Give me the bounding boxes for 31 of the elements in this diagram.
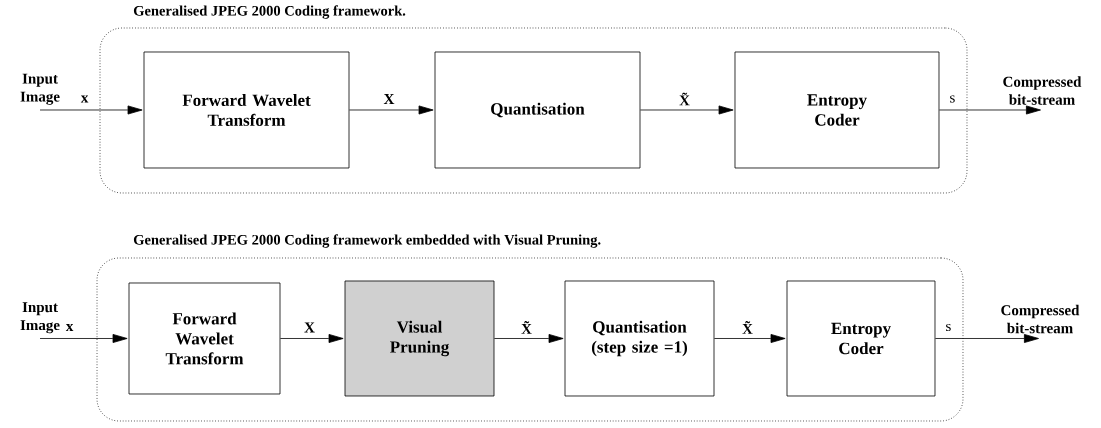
- process-box: Entropy Coder: [786, 280, 936, 397]
- process-box: Entropy Coder: [734, 51, 940, 169]
- edge-label: X: [304, 322, 315, 333]
- edge-label: X: [383, 94, 395, 104]
- process-box: Forward Wavelet Transform: [143, 51, 350, 169]
- process-box: Quantisation: [434, 51, 641, 169]
- arrow: [39, 105, 143, 115]
- edge-label: x: [65, 324, 74, 331]
- terminal-label: Compressed bit-stream: [1003, 76, 1082, 105]
- frame-heading: Generalised JPEG 2000 Coding framework.: [133, 5, 406, 19]
- terminal-label: Input Image: [20, 302, 60, 334]
- process-box: Visual Pruning: [344, 280, 495, 397]
- edge-label: s: [946, 323, 951, 332]
- arrow: [640, 105, 734, 115]
- arrow: [494, 334, 564, 343]
- frame-heading: Generalised JPEG 2000 Coding framework embedded with Visual Pruning.: [133, 234, 601, 248]
- edge-label: X̃: [742, 321, 753, 334]
- arrow: [939, 105, 1041, 115]
- edge-label: X̃: [521, 321, 532, 334]
- arrow: [935, 334, 1039, 343]
- arrow: [280, 334, 344, 343]
- edge-label: s: [950, 95, 955, 103]
- arrow: [39, 334, 128, 343]
- process-box: Quantisation (step size =1): [564, 280, 715, 397]
- edge-label: x: [80, 95, 89, 103]
- arrow: [714, 334, 786, 343]
- terminal-label: Input Image: [20, 73, 60, 105]
- arrow: [349, 105, 434, 115]
- terminal-label: Compressed bit-stream: [1001, 304, 1080, 334]
- edge-label: X̃: [679, 92, 690, 106]
- process-box: Forward Wavelet Transform: [128, 282, 281, 395]
